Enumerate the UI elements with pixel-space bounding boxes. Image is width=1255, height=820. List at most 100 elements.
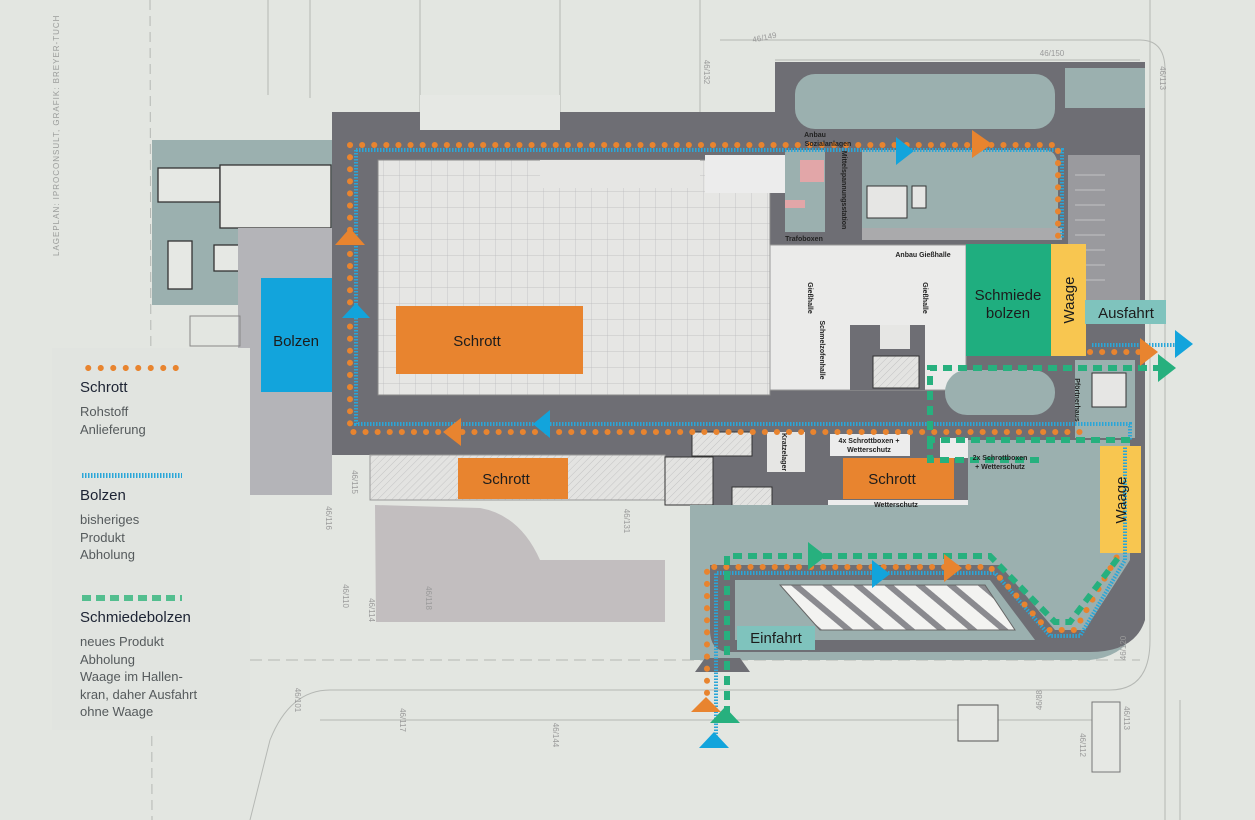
label-waage-right: Waage bbox=[1113, 477, 1130, 524]
route-bolzen bbox=[354, 148, 1180, 740]
label-schmiede-2: bolzen bbox=[986, 305, 1030, 322]
arrow-right-icon bbox=[872, 560, 890, 588]
label-schrottboxen-2: 2x Schrottboxen bbox=[973, 455, 1028, 462]
parcel-number: 46/114 bbox=[367, 598, 376, 622]
route-schmiedebolzen bbox=[724, 365, 1172, 715]
legend-desc: Rohstoff Anlieferung bbox=[80, 403, 146, 438]
legend-title-schmiedebolzen: Schmiedebolzen bbox=[80, 609, 191, 626]
legend-title-bolzen: Bolzen bbox=[80, 487, 126, 504]
label-anbau: Anbau bbox=[804, 132, 826, 139]
dashed-line-icon bbox=[82, 595, 182, 601]
label-einfahrt-bg bbox=[737, 626, 815, 650]
parcel-number: 46/150 bbox=[1040, 49, 1065, 58]
label-giesshalle: Gießhalle bbox=[806, 282, 813, 314]
legend-line: ohne Waage bbox=[80, 704, 154, 719]
label-bolzen: Bolzen bbox=[273, 333, 319, 350]
legend: Schrott Rohstoff Anlieferung Bolzen bish… bbox=[52, 348, 250, 730]
arrow-right-icon bbox=[1158, 354, 1176, 382]
building bbox=[167, 240, 193, 290]
legend-title-schrott: Schrott bbox=[80, 379, 128, 396]
hatched-line-icon bbox=[82, 473, 182, 478]
parcel-number: 46/115 bbox=[350, 470, 359, 494]
parcel-number: 46/149 bbox=[752, 30, 778, 44]
legend-line: bisheriges bbox=[80, 512, 140, 527]
legend-line: Rohstoff bbox=[80, 404, 129, 419]
area-schmiedebolzen bbox=[966, 244, 1051, 356]
legend-desc: neues Produkt Abholung Waage im Hallen- … bbox=[80, 633, 197, 721]
green-area bbox=[862, 150, 1058, 230]
label-giesshalle: Gießhalle bbox=[921, 282, 928, 314]
legend-line: kran, daher Ausfahrt bbox=[80, 686, 198, 702]
parcel-number: 46/132 bbox=[702, 60, 711, 85]
label-wetterschutz: + Wetterschutz bbox=[975, 464, 1025, 471]
arrow-up-icon bbox=[691, 697, 721, 712]
parcel-number: 46/131 bbox=[622, 509, 631, 534]
label-mittelspannung: Mittelspannungsstation bbox=[840, 151, 847, 230]
label-wetterschutz: Wetterschutz bbox=[874, 502, 918, 509]
label-schrott-lower: Schrott bbox=[482, 471, 530, 488]
area-schrott-main bbox=[396, 306, 583, 374]
building bbox=[157, 167, 221, 203]
arrow-right-icon bbox=[1140, 338, 1158, 366]
label-schrottboxen-4: 4x Schrottboxen + bbox=[839, 438, 900, 445]
legend-line: Produkt bbox=[80, 529, 125, 545]
area-waage-top bbox=[1051, 244, 1086, 356]
legend-line: Abholung bbox=[80, 651, 135, 667]
label-wetterschutz: Wetterschutz bbox=[847, 447, 891, 454]
parcel-number: 46/113 bbox=[1122, 706, 1131, 730]
arrow-left-icon bbox=[443, 418, 461, 446]
legend-desc: bisheriges Produkt Abholung bbox=[80, 511, 139, 564]
neighbour-plot bbox=[420, 95, 560, 130]
dotted-line-icon bbox=[82, 365, 182, 371]
arrow-up-icon bbox=[699, 732, 729, 748]
label-schmiede-1: Schmiede bbox=[975, 287, 1042, 304]
arrow-right-icon bbox=[972, 130, 992, 158]
arrow-up-icon bbox=[335, 228, 365, 245]
legend-line: Anlieferung bbox=[80, 421, 146, 437]
label-ausfahrt: Ausfahrt bbox=[1098, 305, 1155, 322]
label-ausfahrt-bg bbox=[1085, 300, 1166, 324]
label-kratzelager: Kratzelager bbox=[780, 433, 787, 471]
legend-line: neues Produkt bbox=[80, 634, 164, 649]
parcel-number: 46/113 bbox=[1158, 66, 1167, 90]
arrow-right-icon bbox=[896, 137, 914, 165]
parcel-number: 46/117 bbox=[398, 708, 407, 732]
parcel-number: 46/120 bbox=[1119, 635, 1128, 660]
area-bolzen bbox=[261, 278, 332, 392]
label-pfoertnerhaus: Pförtnerhaus bbox=[1073, 378, 1080, 422]
outline bbox=[189, 315, 241, 347]
parcel-number: 46/88 bbox=[1035, 689, 1044, 710]
arrow-right-icon bbox=[944, 554, 962, 582]
parking-stripes bbox=[778, 584, 1016, 631]
parcel-number: 46/118 bbox=[424, 586, 433, 610]
legend-line: Abholung bbox=[80, 547, 135, 562]
label-waage-top: Waage bbox=[1061, 277, 1078, 324]
area-waage-right bbox=[1100, 446, 1141, 553]
parcel-number: 46/101 bbox=[293, 688, 302, 713]
route-arrows bbox=[335, 130, 1193, 748]
arrow-left-icon bbox=[533, 410, 550, 438]
label-trafoboxen: Trafoboxen bbox=[785, 236, 823, 243]
label-schrott-main: Schrott bbox=[453, 333, 501, 350]
green-area bbox=[795, 74, 1055, 129]
parcel-number: 46/110 bbox=[341, 584, 350, 608]
building bbox=[213, 244, 241, 272]
parcel-number: 46/112 bbox=[1078, 733, 1087, 757]
arrow-right-icon bbox=[808, 542, 826, 570]
area-schrott-lower bbox=[458, 458, 568, 499]
label-anbau-giesshalle: Anbau Gießhalle bbox=[895, 252, 950, 259]
label-einfahrt: Einfahrt bbox=[750, 630, 803, 647]
area-schrott-right bbox=[843, 458, 954, 499]
legend-line: Waage im Hallen- bbox=[80, 669, 183, 684]
parcel-number: 46/116 bbox=[324, 506, 333, 530]
image-credit: LAGEPLAN: IPROCONSULT, GRAFIK: BREYER-TU… bbox=[52, 14, 61, 256]
parcel-number: 46/144 bbox=[551, 723, 560, 748]
label-schrott-right: Schrott bbox=[868, 471, 916, 488]
green-area bbox=[945, 370, 1055, 415]
arrow-up-icon bbox=[342, 303, 370, 318]
arrow-right-icon bbox=[1175, 330, 1193, 358]
label-schmelzofenhalle: Schmelzofenhalle bbox=[818, 320, 825, 379]
arrow-up-icon bbox=[710, 707, 740, 723]
paved-area bbox=[375, 505, 665, 622]
